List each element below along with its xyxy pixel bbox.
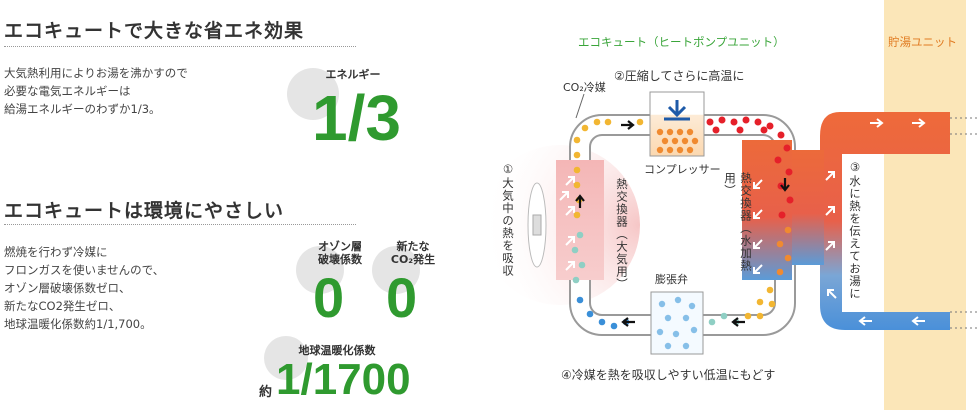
refrigerant-flow-arrows (575, 120, 790, 327)
co2-bubble (372, 246, 420, 294)
compressor-dots (656, 128, 699, 154)
cold-water-arrows (827, 289, 925, 326)
co2-refrigerant-label: CO₂冷媒 (563, 81, 606, 94)
tank-unit-title: 貯湯ユニット (888, 35, 957, 49)
water-heat-exchanger (742, 140, 792, 280)
ozone-label: オゾン層 破壊係数 (318, 240, 362, 266)
heatpump-unit-title: エコキュート（ヒートポンプユニット） (578, 35, 785, 49)
hot-water-arrows (825, 118, 926, 251)
refrigerant-dots-warm (573, 118, 776, 320)
co2-label: 新たな CO₂発生 (390, 240, 436, 266)
co2-value: 0 (386, 266, 418, 329)
step2-label: ②圧縮してさらに高温に (614, 69, 745, 83)
refrigerant-dots-hot (706, 116, 794, 219)
step3-label: ③水に熱を伝えてお湯に (848, 160, 862, 300)
gwp-value: 1/1700 (276, 355, 411, 404)
gwp-label: 地球温暖化係数 (298, 344, 376, 357)
air-hx-arrows (559, 176, 575, 271)
section2-divider (4, 224, 356, 225)
energy-value: 1/3 (312, 82, 401, 154)
section2-title: エコキュートは環境にやさしい (4, 200, 285, 222)
refrigerant-dots-transition (776, 226, 792, 276)
section1-divider (4, 46, 356, 47)
water-pipe (820, 112, 950, 330)
step1-label: ①大気中の熱を吸収 (501, 162, 515, 277)
fan-icon (527, 182, 547, 268)
ozone-bubble (296, 246, 344, 294)
expansion-valve-label: 膨張弁 (655, 273, 688, 286)
air-hx-label: 熱交換器（大気用） (615, 178, 629, 291)
gwp-prefix: 約 (259, 385, 273, 400)
water-hx-label: 熱交換器（水加熱用） (723, 172, 753, 272)
water-pipe-joint (792, 150, 824, 265)
step4-label: ④冷媒を熱を吸収しやすい低温にもどす (561, 368, 776, 382)
gwp-bubble (264, 336, 308, 380)
ozone-value: 0 (313, 266, 345, 329)
compression-arrow-icon (667, 100, 687, 118)
section1-body: 大気熱利用によりお湯を沸かすので 必要な電気エネルギーは 給湯エネルギーのわずか… (4, 66, 188, 116)
water-hx-arrows (753, 179, 763, 274)
stat-bubble (287, 68, 339, 120)
section1-title: エコキュートで大きな省エネ効果 (4, 20, 305, 42)
air-heat-exchanger (556, 160, 604, 280)
compressor-label: コンプレッサー (644, 163, 721, 176)
expansion-valve-dots (656, 296, 698, 350)
energy-label: エネルギー (325, 68, 381, 81)
storage-tank-column (884, 0, 966, 410)
section2-body: 燃焼を行わず冷媒に フロンガスを使いませんので、 オゾン層破壊係数ゼロ、 新たな… (4, 245, 165, 331)
co2-leader-line (575, 93, 585, 119)
